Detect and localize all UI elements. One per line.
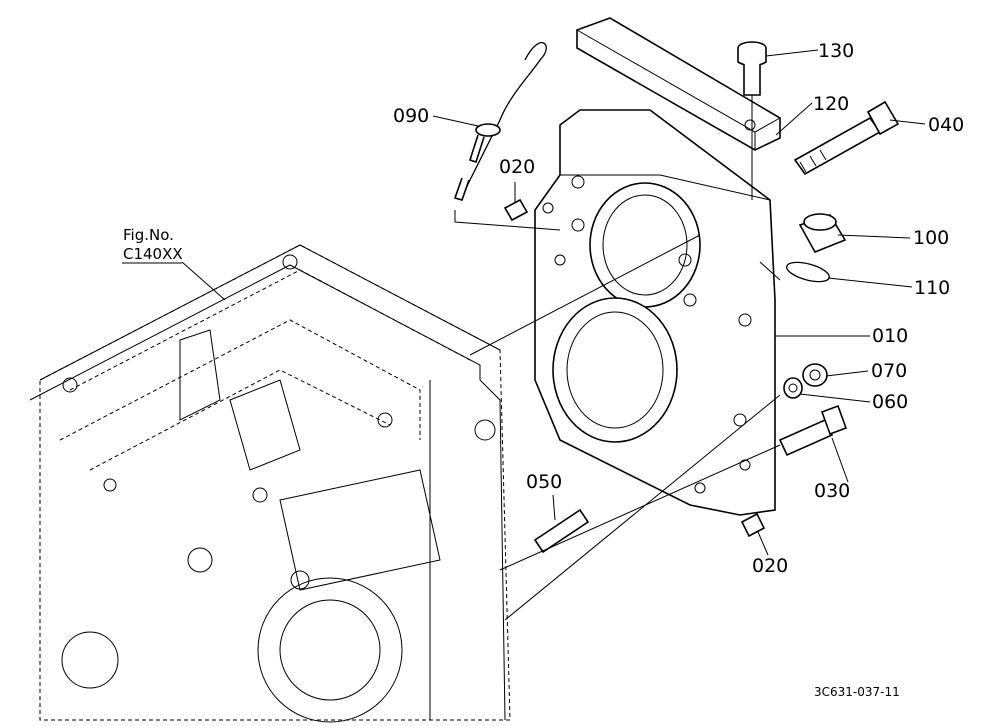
callout-120: 120	[813, 93, 849, 115]
callout-020-bottom: 020	[752, 555, 788, 577]
transmission-case	[29, 244, 511, 723]
alignment-lines	[454, 95, 781, 621]
bracket-bar	[576, 17, 781, 151]
callout-130: 130	[818, 40, 854, 62]
callout-070: 070	[871, 360, 907, 382]
figure-ref-label: Fig.No.	[123, 226, 174, 244]
callout-020-top: 020	[499, 156, 535, 178]
mounting-plate	[534, 109, 776, 516]
leader-lines	[181, 49, 926, 556]
callout-060: 060	[872, 391, 908, 413]
figure-ref-number: C140XX	[123, 245, 183, 263]
dipstick-090	[453, 42, 547, 201]
callout-100: 100	[913, 227, 949, 249]
pin-130	[737, 41, 767, 96]
o-ring-110	[785, 261, 831, 283]
plug-100	[798, 213, 847, 254]
dowel-pin-top	[503, 198, 529, 222]
callout-030: 030	[814, 480, 850, 502]
callout-040: 040	[928, 114, 964, 136]
callout-110: 110	[914, 277, 950, 299]
callout-010: 010	[872, 325, 908, 347]
stud-050	[533, 508, 590, 554]
bolt-040	[793, 100, 900, 176]
callout-090: 090	[393, 105, 429, 127]
callout-050: 050	[526, 471, 562, 493]
nut-070	[802, 363, 828, 387]
drawing-code: 3C631-037-11	[814, 685, 900, 699]
washer-060	[783, 377, 803, 399]
bolt-030	[778, 404, 848, 457]
dowel-pin-bottom	[740, 512, 766, 538]
